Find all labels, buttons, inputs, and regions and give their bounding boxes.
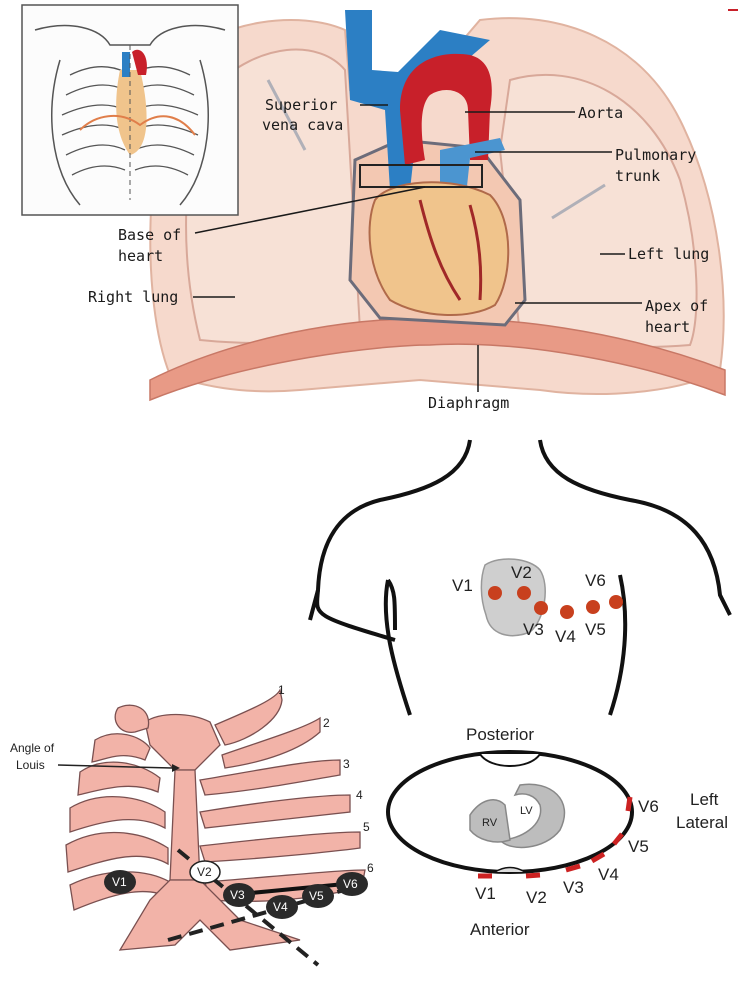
torso-lead-v4-label: V4 xyxy=(555,627,576,646)
rib-right-1 xyxy=(115,705,148,732)
label-base-2: heart xyxy=(118,247,163,265)
section-lead-v1-label: V1 xyxy=(475,884,496,903)
torso-lead-v3-label: V3 xyxy=(523,620,544,639)
torso-lead-placement: V1 V2 V3 V4 V5 V6 xyxy=(310,440,730,715)
torso-lead-v5-marker xyxy=(586,600,600,614)
label-right-lung: Right lung xyxy=(88,288,178,306)
torso-outline-right xyxy=(540,440,730,615)
label-base-1: Base of xyxy=(118,226,181,244)
label-angle-of-louis-1: Angle of xyxy=(10,741,55,755)
rib-number-1: 1 xyxy=(278,683,285,697)
torso-lead-v1-label: V1 xyxy=(452,576,473,595)
label-diaphragm: Diaphragm xyxy=(428,394,509,412)
label-posterior: Posterior xyxy=(466,725,534,744)
label-anterior: Anterior xyxy=(470,920,530,939)
torso-side-left xyxy=(386,580,410,715)
torso-lead-v3-marker xyxy=(534,601,548,615)
label-svc-1: Superior xyxy=(265,96,337,114)
chest-outline xyxy=(388,752,632,872)
torso-lead-v2-label: V2 xyxy=(511,563,532,582)
chest-cross-section: RV LV Posterior Anterior Left Lateral V1… xyxy=(388,725,728,939)
section-lead-v2-label: V2 xyxy=(526,888,547,907)
rib-number-6: 6 xyxy=(367,861,374,875)
section-lead-v3-label: V3 xyxy=(563,878,584,897)
torso-lead-v2-marker xyxy=(517,586,531,600)
label-left-lateral-2: Lateral xyxy=(676,813,728,832)
section-lead-v5-label: V5 xyxy=(628,837,649,856)
rib-lead-v2-label: V2 xyxy=(197,865,212,879)
label-left-lateral-1: Left xyxy=(690,790,719,809)
rib-left-3 xyxy=(200,760,340,795)
rib-right-5 xyxy=(66,833,168,872)
torso-lead-v5-label: V5 xyxy=(585,620,606,639)
torso-outline-left xyxy=(317,440,470,640)
label-left-lung: Left lung xyxy=(628,245,709,263)
rib-right-4 xyxy=(70,797,165,832)
label-lv: LV xyxy=(520,805,533,817)
rib-left-1 xyxy=(215,690,282,745)
rib-lead-v4-label: V4 xyxy=(273,900,288,914)
heart xyxy=(370,182,509,315)
label-svc-2: vena cava xyxy=(262,116,343,134)
rib-left-5 xyxy=(200,832,360,862)
torso-lead-v1-marker xyxy=(488,586,502,600)
label-aorta: Aorta xyxy=(578,104,623,122)
label-pulmonary-1: Pulmonary xyxy=(615,146,696,164)
thorax-inset xyxy=(22,5,238,215)
label-apex-2: heart xyxy=(645,318,690,336)
rib-lead-v5-label: V5 xyxy=(309,889,324,903)
label-angle-of-louis-2: Louis xyxy=(16,758,45,772)
label-rv: RV xyxy=(482,817,498,829)
manubrium xyxy=(145,715,220,771)
section-lead-v6-label: V6 xyxy=(638,797,659,816)
rib-number-4: 4 xyxy=(356,788,363,802)
section-lead-v2-mark xyxy=(526,875,540,876)
rib-left-4 xyxy=(200,795,350,828)
section-lead-v6-mark xyxy=(628,797,630,811)
label-pulmonary-2: trunk xyxy=(615,167,660,185)
torso-lead-v6-marker xyxy=(609,595,623,609)
rib-number-5: 5 xyxy=(363,820,370,834)
section-lead-v4-label: V4 xyxy=(598,865,619,884)
ribcage-lead-placement: Angle of Louis 1 2 3 4 5 6 V1 V2 V3 V4 V… xyxy=(10,683,374,965)
label-apex-1: Apex of xyxy=(645,297,708,315)
torso-lead-v6-label: V6 xyxy=(585,571,606,590)
rib-number-2: 2 xyxy=(323,716,330,730)
rib-number-3: 3 xyxy=(343,757,350,771)
rib-lead-v3-label: V3 xyxy=(230,888,245,902)
rib-lead-v1-label: V1 xyxy=(112,875,127,889)
rib-lead-v6-label: V6 xyxy=(343,877,358,891)
rib-right-2 xyxy=(92,734,150,762)
torso-lead-v4-marker xyxy=(560,605,574,619)
